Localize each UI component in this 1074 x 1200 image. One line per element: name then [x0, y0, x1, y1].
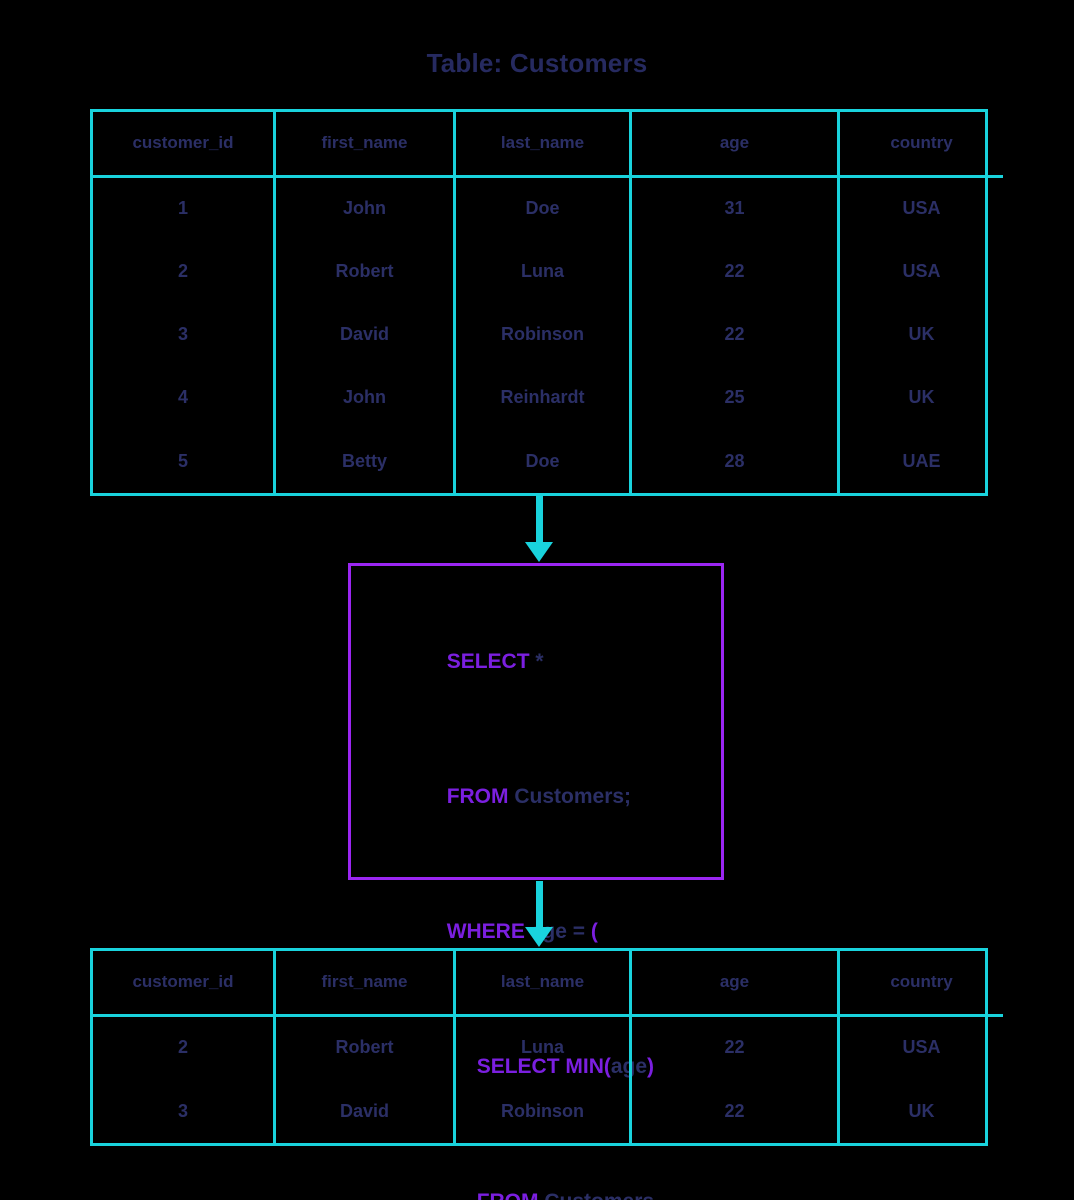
arrow-head: [525, 927, 553, 947]
source-table-grid: customer_id first_name last_name age cou…: [93, 112, 1003, 493]
sql-paren-open: (: [590, 920, 598, 943]
cell-first-name: Robert: [273, 239, 456, 303]
column-header-first-name: first_name: [273, 112, 456, 178]
arrow-shaft: [536, 496, 543, 544]
sql-line-5: FROM Customers: [400, 1134, 711, 1200]
column-header-customer-id: customer_id: [93, 112, 276, 178]
sql-keyword: WHERE: [446, 920, 525, 943]
cell-customer-id: 1: [93, 176, 276, 240]
cell-customer-id: 2: [93, 1015, 276, 1079]
cell-country: UAE: [837, 429, 1003, 493]
sql-query-box: SELECT * FROM Customers; WHERE age = ( S…: [348, 563, 724, 1200]
sql-plain: Customers;: [508, 785, 632, 808]
sql-line-2: FROM Customers;: [400, 729, 711, 864]
arrow-head: [525, 542, 553, 562]
cell-first-name: Robert: [273, 1015, 456, 1079]
column-header-age: age: [629, 112, 840, 178]
cell-age: 25: [629, 366, 840, 430]
column-header-country: country: [837, 112, 1003, 178]
table-row: 1 John Doe 31 USA: [93, 176, 1003, 240]
cell-last-name: Robinson: [453, 302, 632, 367]
arrow-down-icon: [519, 881, 559, 948]
column-header-last-name: last_name: [453, 951, 632, 1017]
sql-line-3: WHERE age = (: [400, 864, 711, 999]
column-header-first-name: first_name: [273, 951, 456, 1017]
cell-first-name: Betty: [273, 429, 456, 493]
cell-customer-id: 4: [93, 366, 276, 430]
cell-country: USA: [837, 176, 1003, 240]
table-row: 2 Robert Luna 22 USA: [93, 1015, 1003, 1079]
column-header-customer-id: customer_id: [93, 951, 276, 1017]
source-table-body: 1 John Doe 31 USA 2 Robert Luna 22 USA 3…: [93, 176, 1003, 493]
cell-country: UK: [837, 366, 1003, 430]
sql-keyword: SELECT: [446, 650, 530, 673]
table-row: 3 David Robinson 22 UK: [93, 302, 1003, 367]
result-table-body: 2 Robert Luna 22 USA 3 David Robinson 22…: [93, 1015, 1003, 1143]
cell-country: USA: [837, 239, 1003, 303]
cell-age: 22: [629, 302, 840, 367]
page-title: Table: Customers: [426, 48, 648, 78]
column-header-age: age: [629, 951, 840, 1017]
cell-first-name: John: [273, 176, 456, 240]
source-table-header: customer_id first_name last_name age cou…: [93, 112, 1003, 178]
cell-first-name: David: [273, 1079, 456, 1143]
column-header-last-name: last_name: [453, 112, 632, 178]
arrow-down-icon: [519, 496, 559, 562]
cell-age: 22: [629, 1079, 840, 1143]
table-header-row: customer_id first_name last_name age cou…: [93, 951, 1003, 1017]
table-row: 3 David Robinson 22 UK: [93, 1079, 1003, 1143]
table-row: 2 Robert Luna 22 USA: [93, 239, 1003, 303]
result-table-grid: customer_id first_name last_name age cou…: [93, 951, 1003, 1143]
table-header-row: customer_id first_name last_name age cou…: [93, 112, 1003, 178]
cell-last-name: Doe: [453, 176, 632, 240]
cell-customer-id: 3: [93, 302, 276, 367]
cell-customer-id: 5: [93, 429, 276, 493]
cell-last-name: Luna: [453, 1015, 632, 1079]
cell-country: USA: [837, 1015, 1003, 1079]
sql-plain: Customers: [539, 1190, 654, 1200]
cell-country: UK: [837, 1079, 1003, 1143]
sql-keyword: FROM: [477, 1190, 539, 1200]
result-table: customer_id first_name last_name age cou…: [90, 948, 1003, 1146]
cell-customer-id: 3: [93, 1079, 276, 1143]
cell-age: 22: [629, 1015, 840, 1079]
cell-first-name: David: [273, 302, 456, 367]
table-row: 5 Betty Doe 28 UAE: [93, 429, 1003, 493]
table-row: 4 John Reinhardt 25 UK: [93, 366, 1003, 430]
cell-age: 28: [629, 429, 840, 493]
cell-age: 31: [629, 176, 840, 240]
sql-keyword: FROM: [446, 785, 509, 808]
cell-country: UK: [837, 302, 1003, 367]
sql-plain: *: [529, 650, 544, 673]
sql-line-1: SELECT *: [400, 594, 711, 729]
cell-last-name: Luna: [453, 239, 632, 303]
arrow-shaft: [536, 881, 543, 929]
cell-first-name: John: [273, 366, 456, 430]
cell-last-name: Robinson: [453, 1079, 632, 1143]
cell-last-name: Doe: [453, 429, 632, 493]
source-table: customer_id first_name last_name age cou…: [90, 109, 1003, 496]
cell-customer-id: 2: [93, 239, 276, 303]
column-header-country: country: [837, 951, 1003, 1017]
cell-age: 22: [629, 239, 840, 303]
result-table-header: customer_id first_name last_name age cou…: [93, 951, 1003, 1017]
cell-last-name: Reinhardt: [453, 366, 632, 430]
